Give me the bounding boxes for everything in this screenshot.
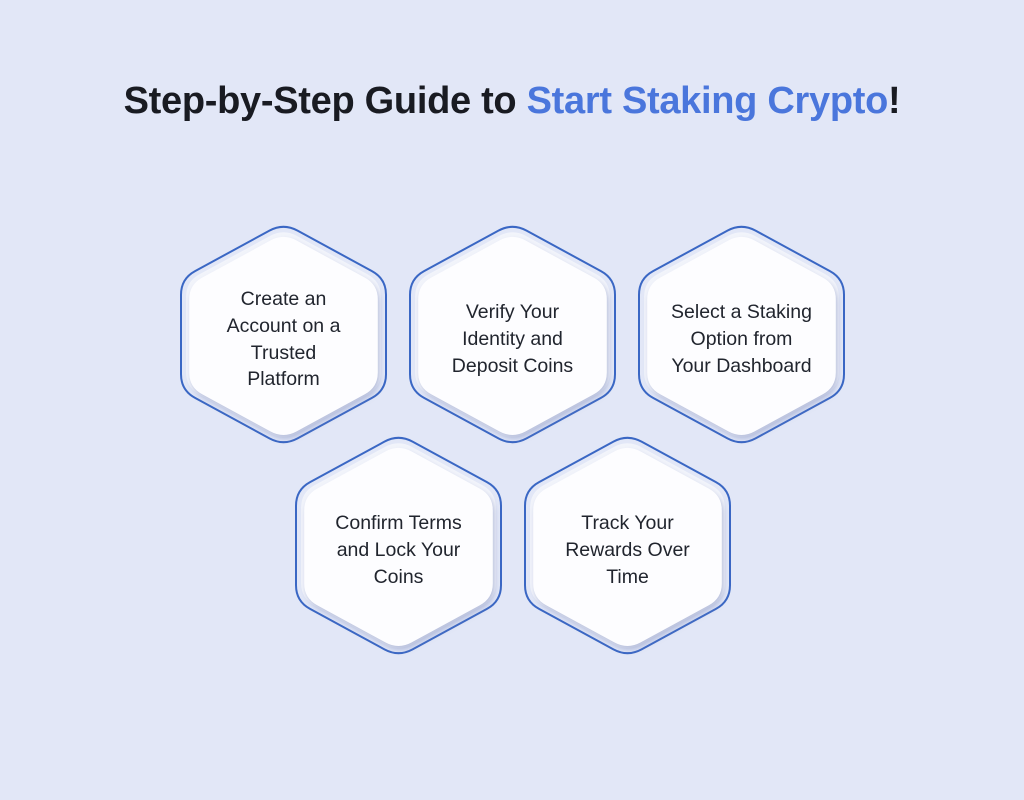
page-title: Step-by-Step Guide to Start Staking Cryp…	[0, 80, 1024, 123]
hexagon-shape	[180, 225, 387, 444]
hexagon-shape	[295, 436, 502, 655]
title-prefix: Step-by-Step Guide to	[123, 80, 527, 122]
step-2-label: Verify Your Identity and Deposit Coins	[451, 301, 574, 377]
step-1-label: Create an Account on a Trusted Platform	[226, 287, 341, 391]
hexagon-shape	[524, 436, 731, 655]
hexagon-step-4: Confirm Terms and Lock Your Coins	[294, 432, 503, 659]
step-3-label: Select a Staking Option from Your Dashbo…	[671, 301, 812, 377]
hexagon-step-3: Select a Staking Option from Your Dashbo…	[637, 221, 846, 448]
hexagon-shape	[409, 225, 616, 444]
hexagon-shape	[638, 225, 845, 444]
title-highlight: Start Staking Crypto	[526, 80, 889, 122]
step-5-label: Track Your Rewards Over Time	[565, 512, 690, 588]
hexagon-step-1: Create an Account on a Trusted Platform	[179, 221, 388, 448]
hexagon-step-5: Track Your Rewards Over Time	[523, 432, 732, 659]
step-4-label: Confirm Terms and Lock Your Coins	[335, 512, 462, 588]
hexagon-step-2: Verify Your Identity and Deposit Coins	[408, 221, 617, 448]
title-suffix: !	[888, 80, 901, 122]
